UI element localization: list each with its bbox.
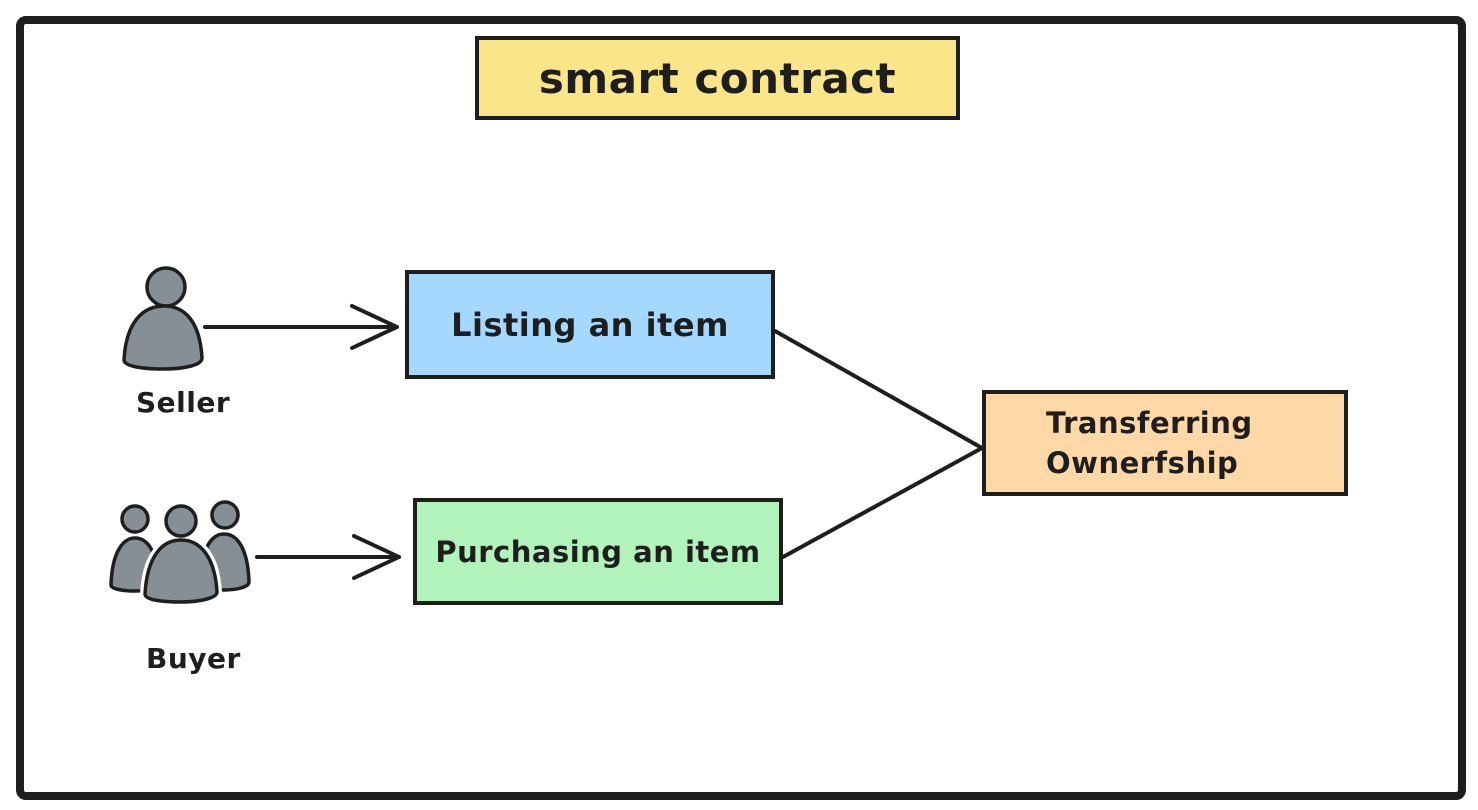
listing-an-item-node: Listing an item xyxy=(405,270,775,379)
purchasing-an-item-node: Purchasing an item xyxy=(413,498,783,605)
transferring-ownership-node: Transferring Ownerfship xyxy=(982,390,1348,496)
diagram-title: smart contract xyxy=(538,53,897,103)
people-group-icon xyxy=(109,500,251,606)
transferring-label-line1: Transferring xyxy=(1046,406,1253,440)
buyer-label: Buyer xyxy=(146,642,241,675)
person-icon xyxy=(122,266,204,371)
seller-label: Seller xyxy=(136,386,231,419)
diagram-outer-border xyxy=(16,16,1466,800)
transferring-label-line2: Ownerfship xyxy=(1046,446,1239,480)
transferring-ownership-label: Transferring Ownerfship xyxy=(1046,403,1253,483)
listing-an-item-label: Listing an item xyxy=(451,305,729,344)
purchasing-an-item-label: Purchasing an item xyxy=(435,534,761,569)
title-box: smart contract xyxy=(475,36,960,120)
